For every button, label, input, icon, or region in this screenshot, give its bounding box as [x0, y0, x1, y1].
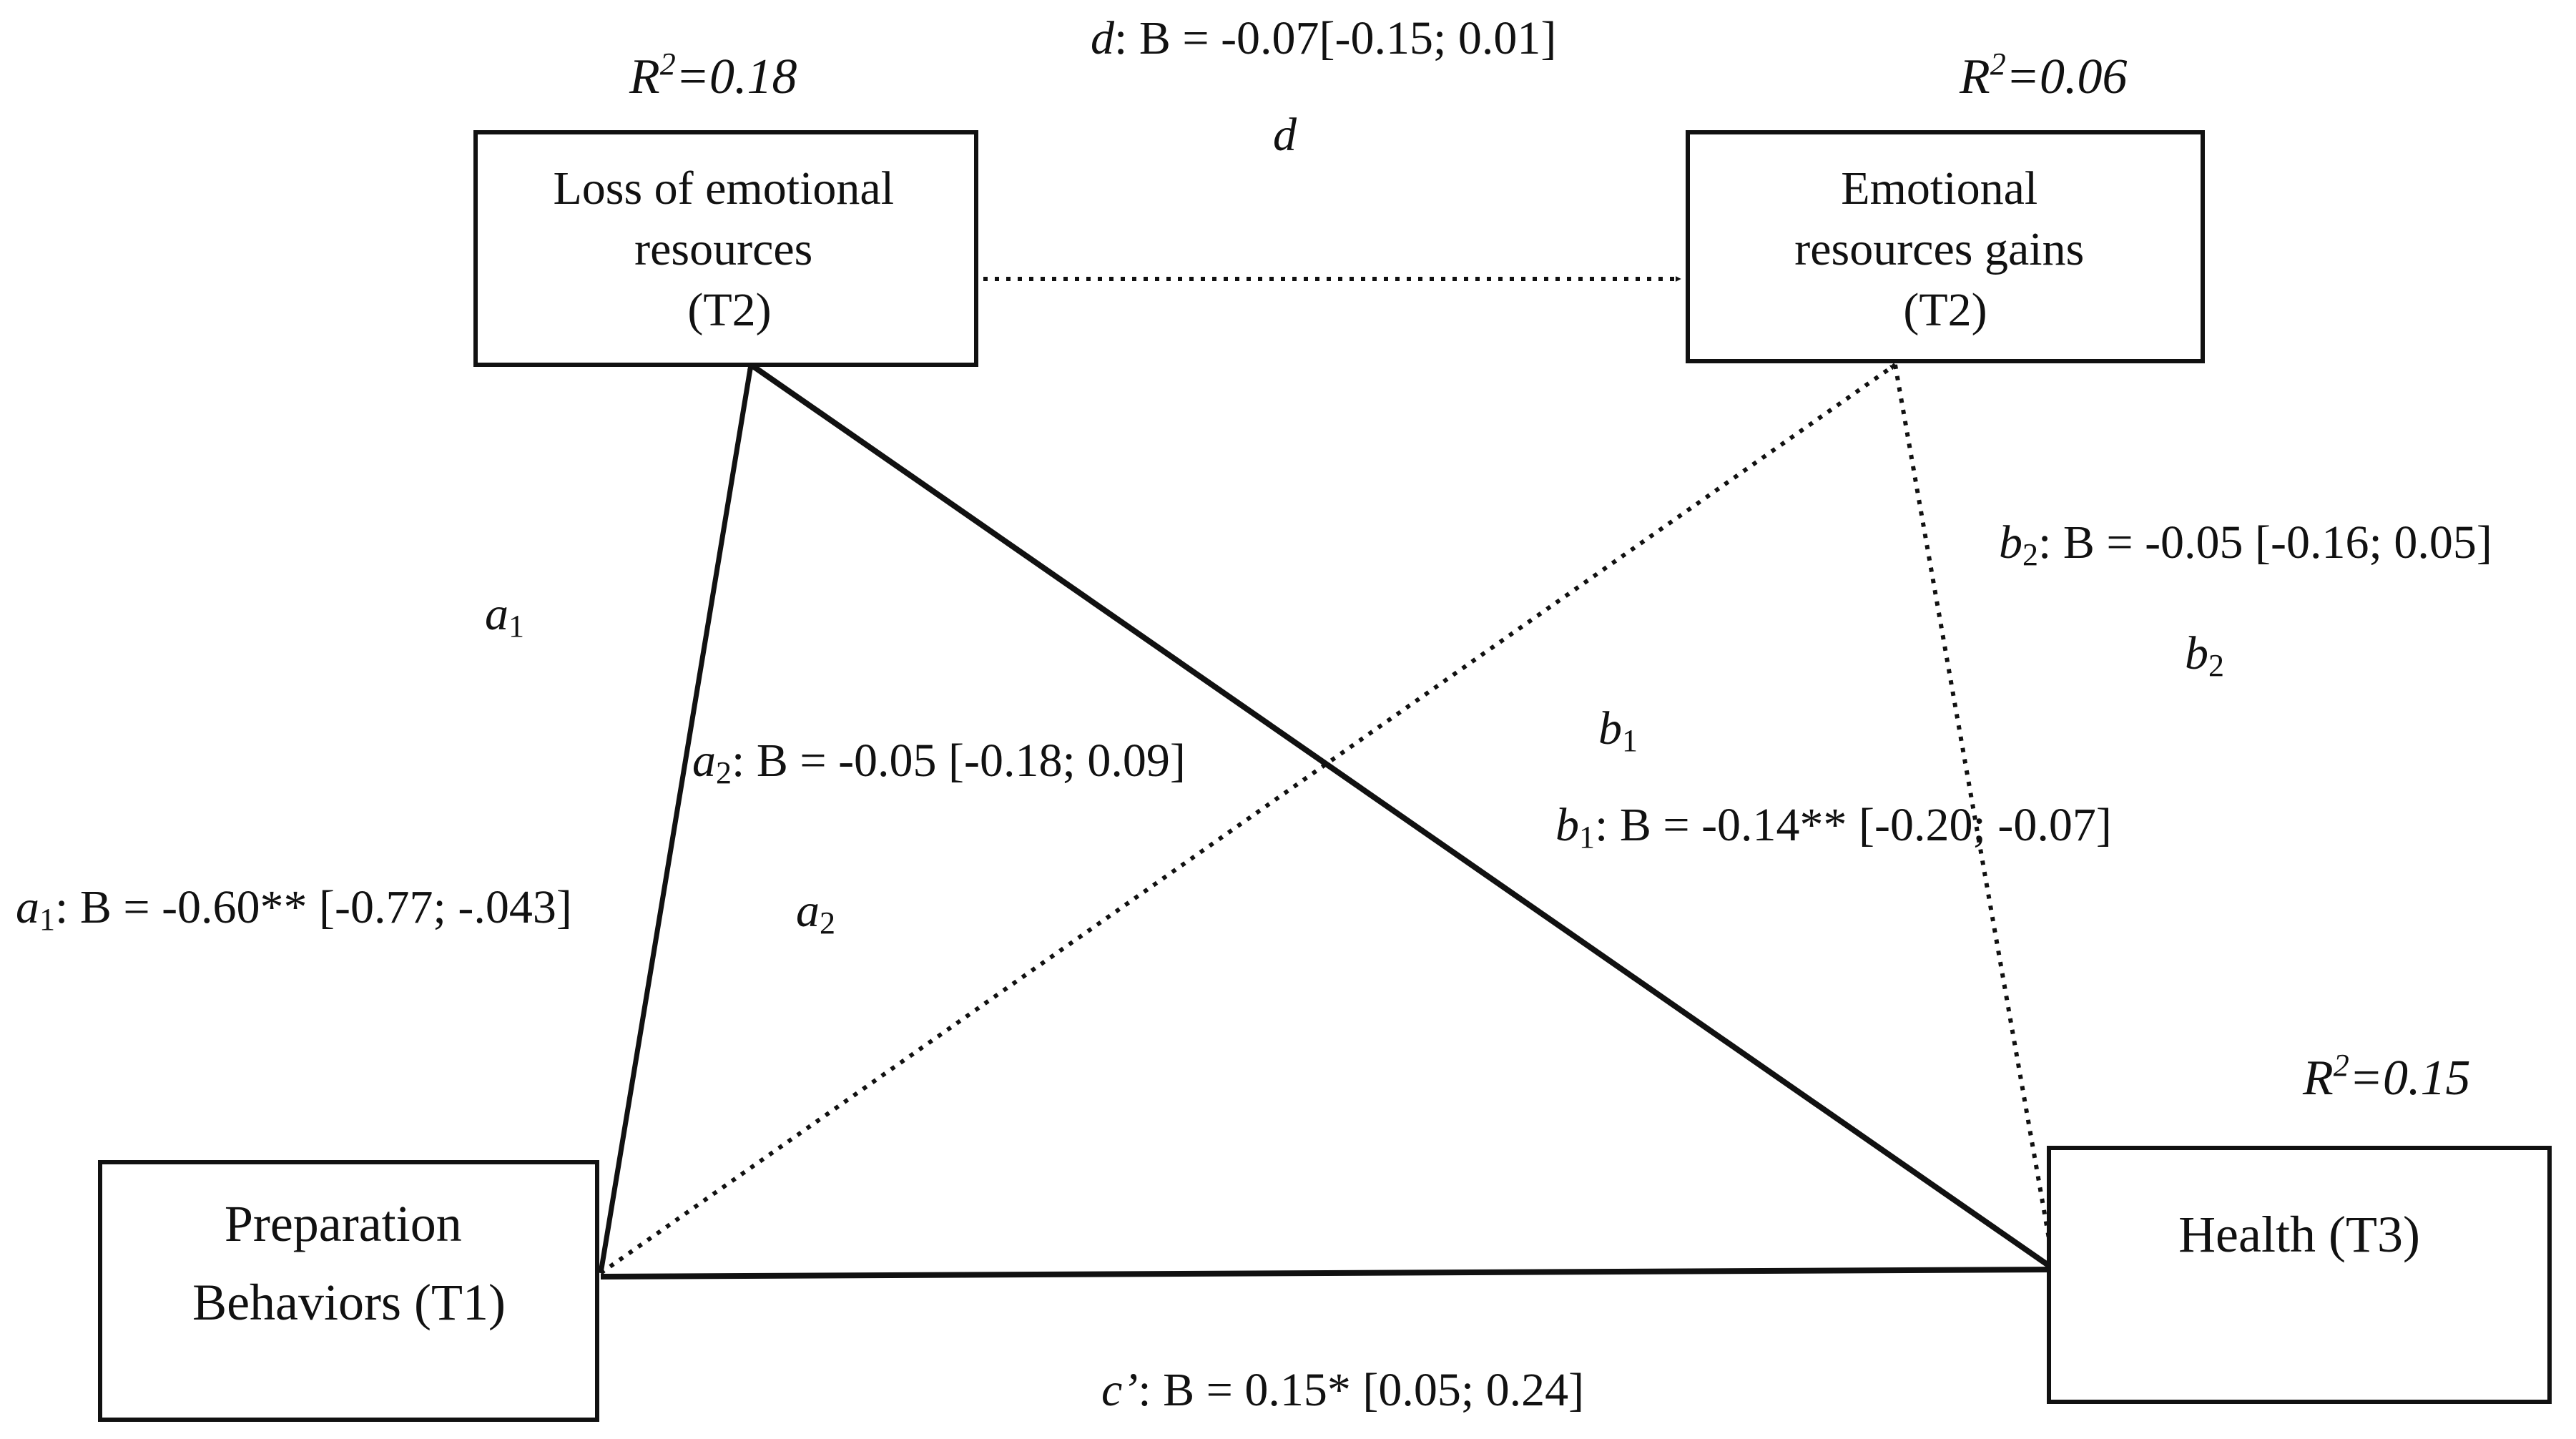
path-a1-stat: a1: B = -0.60** [-0.77; -.043] [16, 881, 572, 937]
node-gains-line-1: Emotional [1841, 162, 2037, 215]
node-loss-line-3: (T2) [687, 284, 771, 336]
path-b1-arrow [749, 362, 2062, 1276]
node-prep: Preparation Behaviors (T1) [98, 1160, 599, 1422]
node-gains-line-3: (T2) [1903, 284, 1987, 336]
node-health-line-1: Health (T3) [2178, 1206, 2420, 1263]
node-health-box [2047, 1146, 2552, 1404]
path-b1-stat: b1: B = -0.14** [-0.20; -0.07] [1555, 799, 2112, 855]
path-a1-arrow [598, 364, 754, 1274]
node-gains-line-2: resources gains [1794, 223, 2084, 275]
node-gains-box [1686, 130, 2205, 363]
node-health: Health (T3) R2=0.15 [2047, 1048, 2552, 1404]
node-prep-box [98, 1160, 599, 1422]
path-a2-marker: a2 [796, 885, 835, 940]
node-loss-line-1: Loss of emotional [553, 162, 894, 215]
path-b2-stat: b2: B = -0.05 [-0.16; 0.05] [1999, 516, 2492, 572]
path-b1-marker: b1 [1598, 702, 1638, 758]
node-gains-text: Emotional resources gains (T2) [1794, 162, 2096, 336]
node-loss: Loss of emotional resources (T2) R2=0.18 [473, 46, 978, 367]
node-loss-box [473, 130, 978, 367]
path-c-arrow [600, 1267, 2060, 1280]
node-health-r2: R2=0.15 [2302, 1048, 2471, 1106]
path-b2-marker: b2 [2185, 627, 2224, 683]
path-a2-stat: a2: B = -0.05 [-0.18; 0.09] [692, 735, 1186, 790]
path-d-stat: d: B = -0.07[-0.15; 0.01] [1091, 12, 1556, 64]
node-health-text: Health (T3) [2178, 1206, 2420, 1263]
path-a2-arrow [599, 363, 1897, 1275]
path-a1-marker: a1 [485, 588, 524, 644]
node-gains: Emotional resources gains (T2) R2=0.06 [1686, 46, 2205, 363]
node-loss-text: Loss of emotional resources (T2) [553, 162, 905, 336]
node-prep-line-2: Behaviors (T1) [192, 1274, 506, 1331]
node-loss-line-2: resources [634, 223, 812, 275]
node-prep-text: Preparation Behaviors (T1) [192, 1195, 506, 1331]
path-d-marker: d [1273, 109, 1297, 161]
node-gains-r2: R2=0.06 [1959, 46, 2128, 104]
path-b2-arrow [1893, 364, 2055, 1259]
node-prep-line-1: Preparation [225, 1195, 462, 1252]
path-c-stat: c’: B = 0.15* [0.05; 0.24] [1101, 1364, 1584, 1416]
node-loss-r2: R2=0.18 [629, 46, 797, 104]
